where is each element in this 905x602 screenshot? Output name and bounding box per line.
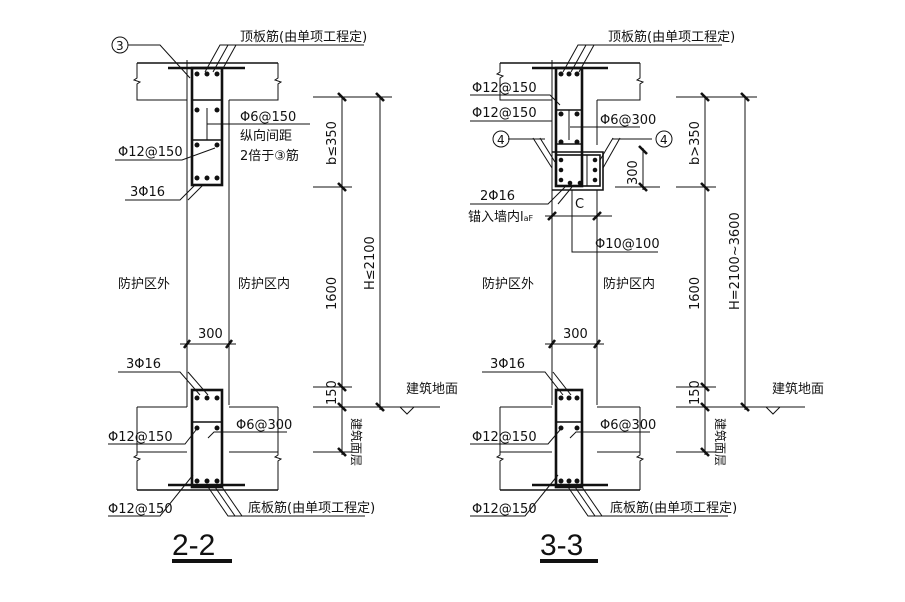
dim-300-v-label: 300 — [626, 160, 641, 185]
dim-300 — [545, 339, 604, 349]
rebar-12-150-b-label: Φ12@150 — [108, 430, 173, 445]
stirrup-top-label: Φ6@300 — [600, 113, 656, 128]
dim-150-label: 150 — [688, 380, 703, 405]
rebar-2-16-label: 2Φ16 — [480, 189, 515, 204]
dim-b-label: b>350 — [688, 121, 703, 165]
callout-3-label: 3 — [116, 39, 124, 53]
callout-4-left-label: 4 — [497, 133, 505, 147]
bottom-beam-cage — [554, 388, 584, 489]
vertical-dimensions — [313, 92, 440, 457]
rebar-12-150-label: Φ12@150 — [118, 145, 183, 160]
rebar-12-150-b-label: Φ12@150 — [472, 106, 537, 121]
callout-3-circle — [111, 36, 129, 54]
callout-4-right-label: 4 — [660, 133, 668, 147]
rebar-10-100-label: Φ10@100 — [595, 237, 660, 252]
callout-4-left-circle — [492, 130, 510, 148]
note-line2: 2倍于③筋 — [240, 148, 299, 164]
inside-zone-label: 防护区内 — [238, 276, 290, 292]
rebar-12-150-a-label: Φ12@150 — [472, 81, 537, 96]
note-line1: 纵向间距 — [240, 128, 292, 144]
leaders-bottom — [108, 371, 365, 517]
section-2-2: 3 顶板筋(由单项工程定) Φ6@150 纵向间距 2倍于③筋 Φ12@150 … — [108, 29, 458, 563]
dim-b-label: b≤350 — [325, 121, 340, 165]
finish-layer-label: 建筑面层 — [349, 418, 364, 466]
rebar-3-16-label: 3Φ16 — [130, 185, 165, 200]
bottom-slab-rebar-label: 底板筋(由单项工程定) — [248, 500, 375, 516]
inside-zone-label: 防护区内 — [603, 276, 655, 292]
dim-300 — [180, 339, 236, 349]
dim-150-label: 150 — [325, 380, 340, 405]
title-underline — [540, 559, 598, 563]
callout-4-right-circle — [655, 130, 673, 148]
anchor-note-label: 锚入墙内laF — [468, 209, 534, 225]
leaders-top — [470, 44, 722, 253]
top-beam-cage — [190, 66, 224, 187]
vertical-dimensions — [676, 92, 805, 457]
outside-zone-label: 防护区外 — [482, 276, 534, 292]
dim-c — [545, 211, 612, 221]
wall — [186, 60, 230, 405]
rebar-3-16-bottom-label: 3Φ16 — [490, 357, 525, 372]
bottom-slab-rebar-label: 底板筋(由单项工程定) — [610, 500, 737, 516]
ground-label: 建筑地面 — [772, 381, 824, 397]
outside-zone-label: 防护区外 — [118, 276, 170, 292]
dim-H-label: H≤2100 — [363, 236, 378, 290]
top-slab-rebar-label: 顶板筋(由单项工程定) — [240, 29, 367, 45]
bottom-slab — [132, 385, 283, 491]
bottom-beam-cage — [190, 388, 224, 489]
stirrup-bottom-label: Φ6@300 — [236, 418, 292, 433]
finish-layer-label: 建筑面层 — [713, 418, 728, 466]
stirrup-bottom-label: Φ6@300 — [600, 418, 656, 433]
leaders-top — [115, 44, 364, 201]
section-title: 2-2 — [172, 529, 215, 562]
ground-label: 建筑地面 — [406, 381, 458, 397]
rebar-12-150-c-label: Φ12@150 — [472, 430, 537, 445]
dim-300-label: 300 — [563, 327, 588, 342]
rebar-12-150-c-label: Φ12@150 — [108, 502, 173, 517]
section-3-3: 4 4 顶板筋(由单项工程定) Φ12@150 Φ12@150 Φ6@300 2… — [468, 29, 824, 563]
top-slab-rebar-label: 顶板筋(由单项工程定) — [608, 29, 735, 45]
rebar-3-16-bottom-label: 3Φ16 — [126, 357, 161, 372]
wall — [551, 60, 598, 405]
dim-c-label: C — [575, 197, 584, 212]
dim-1600-label: 1600 — [688, 277, 703, 310]
dim-1600-label: 1600 — [325, 277, 340, 310]
section-title: 3-3 — [540, 529, 583, 562]
dim-300-vertical — [615, 145, 660, 192]
rebar-12-150-d-label: Φ12@150 — [472, 502, 537, 517]
leaders-bottom — [470, 371, 728, 517]
title-underline — [172, 559, 232, 563]
stirrup-top-label: Φ6@150 — [240, 110, 296, 125]
dim-H-label: H=2100~3600 — [728, 212, 743, 310]
bracket-beam — [532, 137, 621, 191]
dim-300-label: 300 — [198, 327, 223, 342]
